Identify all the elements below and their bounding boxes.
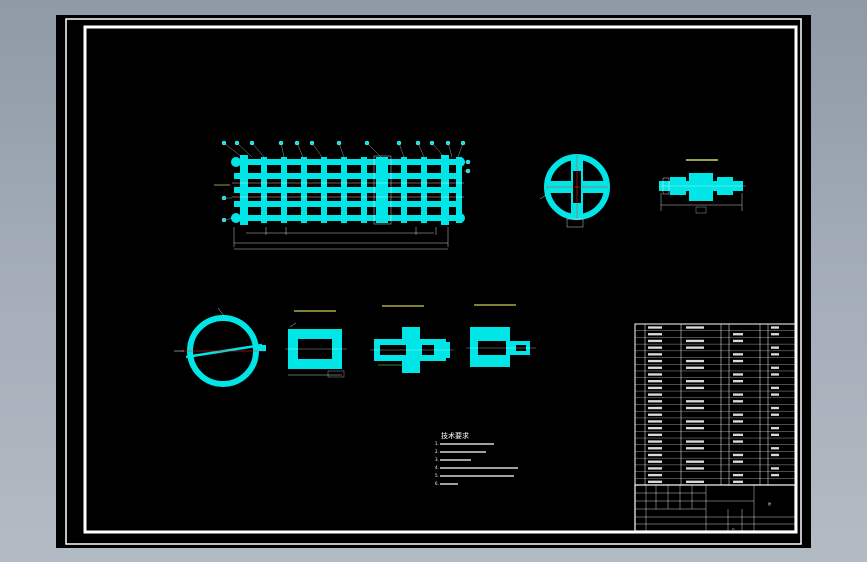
parts-list-cell-text [686, 339, 704, 343]
parts-list-cell-text [648, 460, 662, 463]
tech-note-line-1: 1. [435, 441, 439, 446]
parts-list-cell-text [771, 453, 779, 457]
parts-list-cell-text [771, 326, 779, 329]
parts-list-cell-text [686, 380, 704, 383]
large-ring-view[interactable] [174, 307, 266, 387]
parts-list-cell-text [648, 480, 662, 483]
parts-list-cell-text [771, 346, 779, 349]
parts-list-cell-text [771, 467, 779, 470]
main-assembly-view[interactable] [214, 140, 471, 250]
parts-list-cell-text [771, 406, 779, 410]
parts-list-cell-text [686, 460, 704, 463]
tech-note-line-4: 4. [435, 465, 439, 470]
parts-list-cell-text [733, 380, 743, 383]
parts-list-cell-text [733, 480, 743, 483]
parts-list-cell-text [771, 473, 779, 477]
parts-list-cell-text [733, 433, 743, 437]
tech-note-line-6: 6. [435, 481, 439, 486]
parts-list-cell-text [733, 413, 743, 416]
shaft-side-view[interactable] [659, 159, 746, 214]
parts-list-cell-text [733, 359, 743, 363]
parts-list-cell-text [648, 420, 662, 423]
parts-list-cell-text [771, 386, 779, 390]
parts-list-cell-text [733, 393, 743, 396]
tech-note-line-3: 3. [435, 457, 439, 462]
parts-list-cell-text [648, 400, 662, 403]
parts-list-cell-text [686, 400, 704, 403]
parts-list-cell-text [648, 359, 662, 363]
parts-list-cell-text [771, 333, 779, 336]
title-block-scale: 1: [732, 527, 735, 531]
parts-list-cell-text [648, 413, 662, 416]
parts-list-cell-text [733, 460, 743, 463]
parts-list-cell-text [648, 453, 662, 457]
parts-list-cell-text [771, 433, 779, 437]
tech-notes: 技术要求 1. 2. 3. 4. 5. 6. [435, 431, 518, 486]
parts-list-cell-text [733, 373, 743, 376]
parts-list-cell-text [686, 420, 704, 423]
parts-list-cell-text [733, 420, 743, 423]
parts-list-cell-text [771, 447, 779, 450]
parts-list-cell-text [733, 339, 743, 343]
parts-list-cell-text [686, 386, 704, 390]
detail-view-1[interactable] [285, 310, 347, 378]
parts-list-cell-text [733, 353, 743, 356]
outer-border [65, 18, 802, 545]
parts-list-cell-text [733, 333, 743, 336]
parts-list-cell-text [733, 400, 743, 403]
title-block-sheet: 张 [768, 501, 771, 506]
tech-note-line-5: 5. [435, 473, 439, 478]
parts-list-cell-text [771, 373, 779, 376]
title-block[interactable]: 1: 张 [634, 484, 796, 532]
parts-list-cell-text [733, 440, 743, 443]
parts-list-cell-text [686, 366, 704, 369]
detail-view-2[interactable] [370, 305, 454, 373]
parts-list-cell-text [771, 353, 779, 356]
inner-frame [83, 25, 798, 534]
parts-list-cell-text [648, 447, 662, 450]
parts-list-cell-text [686, 467, 704, 470]
parts-list-cell-text [771, 426, 779, 430]
parts-list-cell-text [771, 393, 779, 396]
flange-circle-view[interactable] [539, 154, 610, 228]
parts-list-cell-text [686, 346, 704, 349]
parts-list-cell-text [686, 480, 704, 483]
parts-list-cell-text [686, 440, 704, 443]
parts-list-cell-text [686, 326, 704, 329]
tech-notes-title: 技术要求 [441, 431, 469, 440]
parts-list-cell-text [648, 406, 662, 410]
parts-list-cell-text [771, 413, 779, 416]
parts-list[interactable] [634, 323, 796, 486]
parts-list-cell-text [648, 386, 662, 390]
detail-view-3[interactable] [466, 304, 536, 367]
parts-list-cell-text [648, 326, 662, 329]
parts-list-cell-text [686, 406, 704, 410]
parts-list-cell-text [648, 366, 662, 369]
parts-list-cell-text [771, 366, 779, 369]
parts-list-cell-text [648, 426, 662, 430]
parts-list-cell-text [648, 393, 662, 396]
parts-list-cell-text [648, 373, 662, 376]
parts-list-cell-text [733, 473, 743, 477]
tech-note-line-2: 2. [435, 449, 439, 454]
parts-list-cell-text [686, 359, 704, 363]
parts-list-cell-text [648, 433, 662, 437]
parts-list-cell-text [648, 333, 662, 336]
parts-list-cell-text [648, 346, 662, 349]
parts-list-cell-text [648, 339, 662, 343]
parts-list-cell-text [648, 353, 662, 356]
parts-list-cell-text [733, 453, 743, 457]
parts-list-cell-text [648, 467, 662, 470]
drawing-sheet: 技术要求 1. 2. 3. 4. 5. 6. [65, 18, 802, 545]
cad-viewport[interactable]: 技术要求 1. 2. 3. 4. 5. 6. [56, 15, 811, 548]
parts-list-cell-text [686, 426, 704, 430]
parts-list-cell-text [686, 447, 704, 450]
parts-list-cell-text [648, 440, 662, 443]
parts-list-cell-text [648, 380, 662, 383]
parts-list-cell-text [648, 473, 662, 477]
